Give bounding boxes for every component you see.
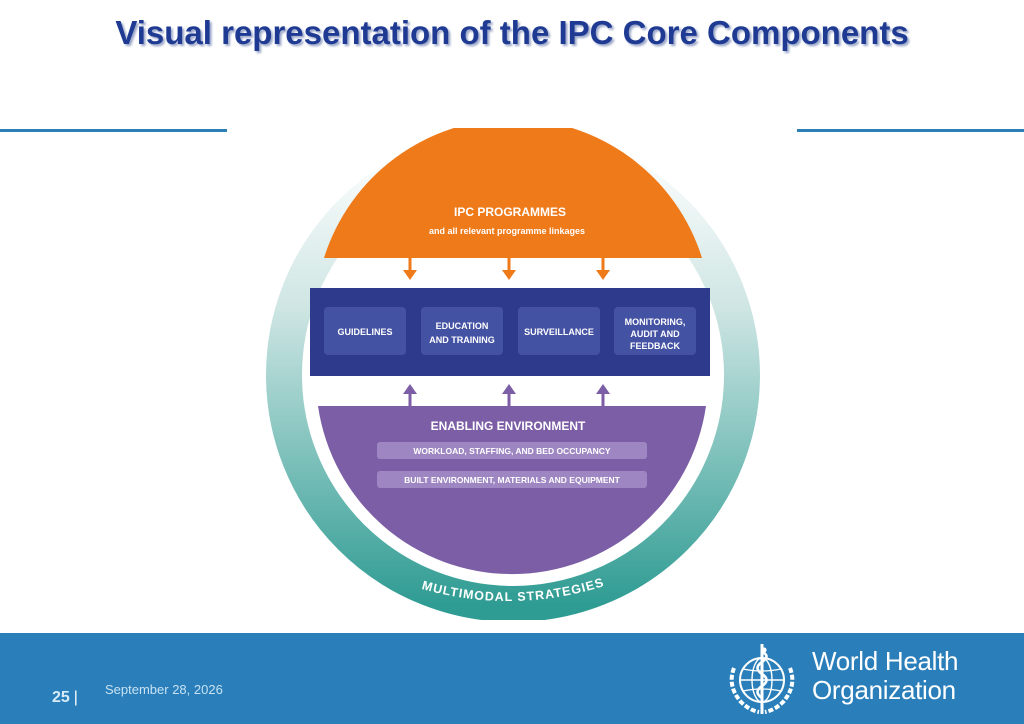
component-box-guidelines xyxy=(324,307,406,355)
ipc-programmes-title: IPC PROGRAMMES xyxy=(454,205,566,219)
enabling-item-box xyxy=(377,471,647,488)
page-separator: | xyxy=(73,689,78,706)
title-rule-left xyxy=(0,129,227,132)
who-name-line1: World Health xyxy=(812,646,959,676)
component-surveillance-label: SURVEILLANCE xyxy=(524,327,594,337)
ipc-core-components-diagram: IPC PROGRAMMES and all relevant programm… xyxy=(228,119,798,622)
enabling-item-box xyxy=(377,442,647,459)
enabling-item-built-environment: BUILT ENVIRONMENT, MATERIALS AND EQUIPME… xyxy=(404,475,620,485)
ipc-programmes-subtitle: and all relevant programme linkages xyxy=(429,226,585,236)
title-rule-right xyxy=(797,129,1024,132)
component-box-surveillance xyxy=(518,307,600,355)
up-arrow-icon xyxy=(502,384,516,408)
component-guidelines-label: GUIDELINES xyxy=(337,327,392,337)
component-monitoring-label-1: MONITORING, xyxy=(625,317,686,327)
page-number: 25| xyxy=(52,689,78,707)
slide-date: September 28, 2026 xyxy=(105,682,223,697)
enabling-item-workload: WORKLOAD, STAFFING, AND BED OCCUPANCY xyxy=(413,446,611,456)
component-education-label-2: AND TRAINING xyxy=(429,335,495,345)
up-arrow-icon xyxy=(596,384,610,408)
down-arrow-icon xyxy=(502,256,516,280)
who-emblem-icon xyxy=(729,644,795,714)
enabling-environment-title: ENABLING ENVIRONMENT xyxy=(431,419,586,433)
page-number-value: 25 xyxy=(52,689,70,706)
who-name-line2: Organization xyxy=(812,675,956,705)
component-box-education xyxy=(421,307,503,355)
component-education-label-1: EDUCATION xyxy=(436,321,489,331)
footer-bar: 25| September 28, 2026 World Health Orga… xyxy=(0,633,1024,724)
down-arrow-icon xyxy=(403,256,417,280)
down-arrow-icon xyxy=(596,256,610,280)
slide-title: Visual representation of the IPC Core Co… xyxy=(115,14,909,51)
ipc-programmes-section xyxy=(324,119,702,258)
up-arrow-icon xyxy=(403,384,417,408)
component-box-monitoring xyxy=(614,307,696,355)
who-wordmark: World Health Organization xyxy=(812,646,959,705)
component-monitoring-label-2: AUDIT AND xyxy=(630,329,680,339)
component-monitoring-label-3: FEEDBACK xyxy=(630,341,681,351)
